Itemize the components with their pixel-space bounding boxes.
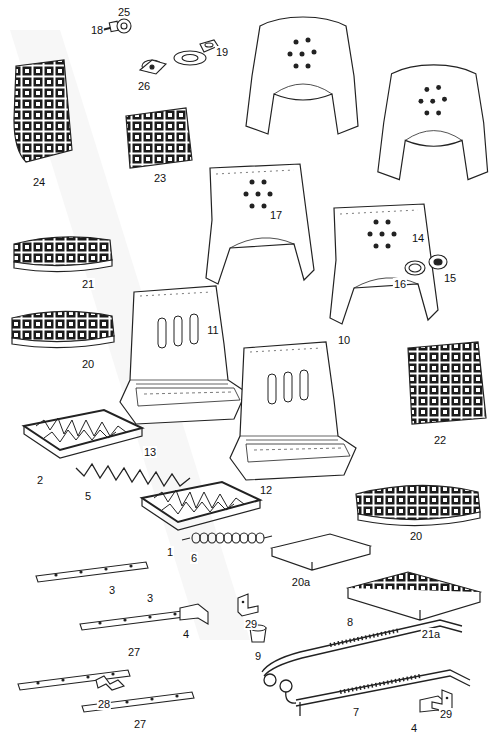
callout-number: 26: [137, 80, 151, 92]
callout-number: 10: [337, 334, 351, 346]
callout-number: 5: [84, 490, 92, 502]
callout-number: 20: [409, 530, 423, 542]
callout-number: 29: [439, 708, 453, 720]
callout-number: 13: [143, 446, 157, 458]
callout-number: 16: [393, 278, 407, 290]
callout-number: 8: [346, 616, 354, 628]
callout-number: 18: [90, 24, 104, 36]
callout-number: 27: [127, 646, 141, 658]
callout-number: 23: [153, 172, 167, 184]
callout-number: 19: [215, 46, 229, 58]
callout-number: 20: [81, 358, 95, 370]
callout-number: 3: [108, 584, 116, 596]
callout-number: 21: [81, 278, 95, 290]
callout-number: 25: [117, 6, 131, 18]
callout-number: 24: [32, 176, 46, 188]
callout-number: 12: [259, 484, 273, 496]
callout-number: 29: [244, 618, 258, 630]
callout-number: 20a: [291, 576, 311, 588]
callout-number: 27: [133, 718, 147, 730]
callout-number: 3: [146, 592, 154, 604]
callout-number: 28: [97, 698, 111, 710]
callout-number: 2: [36, 474, 44, 486]
callout-number: 22: [433, 434, 447, 446]
callout-number: 6: [190, 552, 198, 564]
callout-number: 14: [411, 232, 425, 244]
callout-number: 9: [254, 650, 262, 662]
callout-number: 11: [206, 324, 219, 336]
callout-number: 4: [410, 722, 418, 734]
callout-number: 4: [182, 628, 190, 640]
callout-number: 1: [166, 546, 174, 558]
callout-number: 15: [443, 272, 457, 284]
callout-number: 21a: [421, 628, 441, 640]
callout-number: 17: [269, 209, 283, 221]
callout-number: 7: [352, 706, 360, 718]
